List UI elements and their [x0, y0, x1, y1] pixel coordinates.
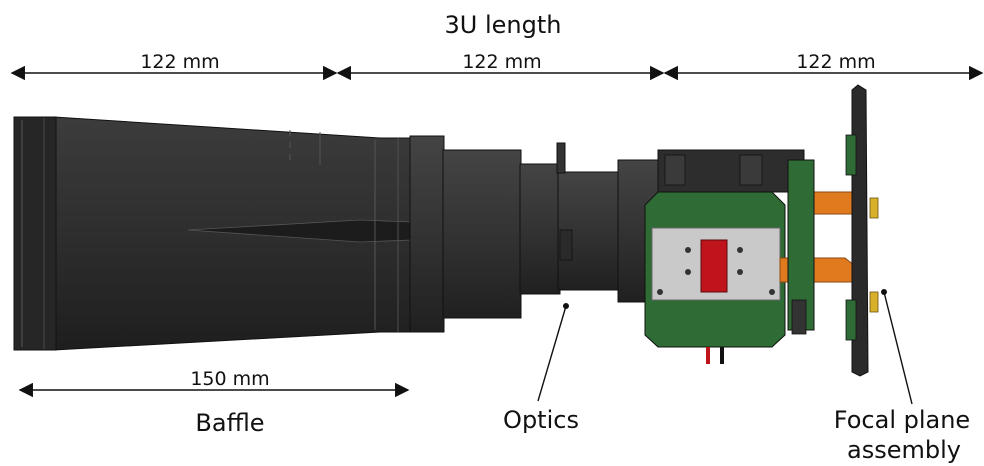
- focal-callout-line1: Focal plane: [834, 406, 970, 434]
- baffle: [13, 116, 413, 351]
- collar: [409, 135, 445, 333]
- baffle-dimension-label: 150 mm: [190, 368, 269, 390]
- optics-leader-line: [537, 305, 567, 402]
- dimension-label-3: 122 mm: [796, 51, 875, 73]
- focal-leader-line: [883, 291, 913, 405]
- focal-plane-assembly: [787, 84, 879, 377]
- dimension-label-1: 122 mm: [140, 51, 219, 73]
- optics-callout: Optics: [503, 406, 579, 434]
- electronics-housing: [644, 149, 805, 364]
- optics-barrel: [442, 142, 663, 319]
- dimension-label-2: 122 mm: [462, 51, 541, 73]
- diagram-title: 3U length: [445, 11, 562, 39]
- red-connector: [700, 239, 728, 293]
- focal-callout-line2: assembly: [847, 436, 961, 464]
- baffle-callout: Baffle: [195, 409, 264, 437]
